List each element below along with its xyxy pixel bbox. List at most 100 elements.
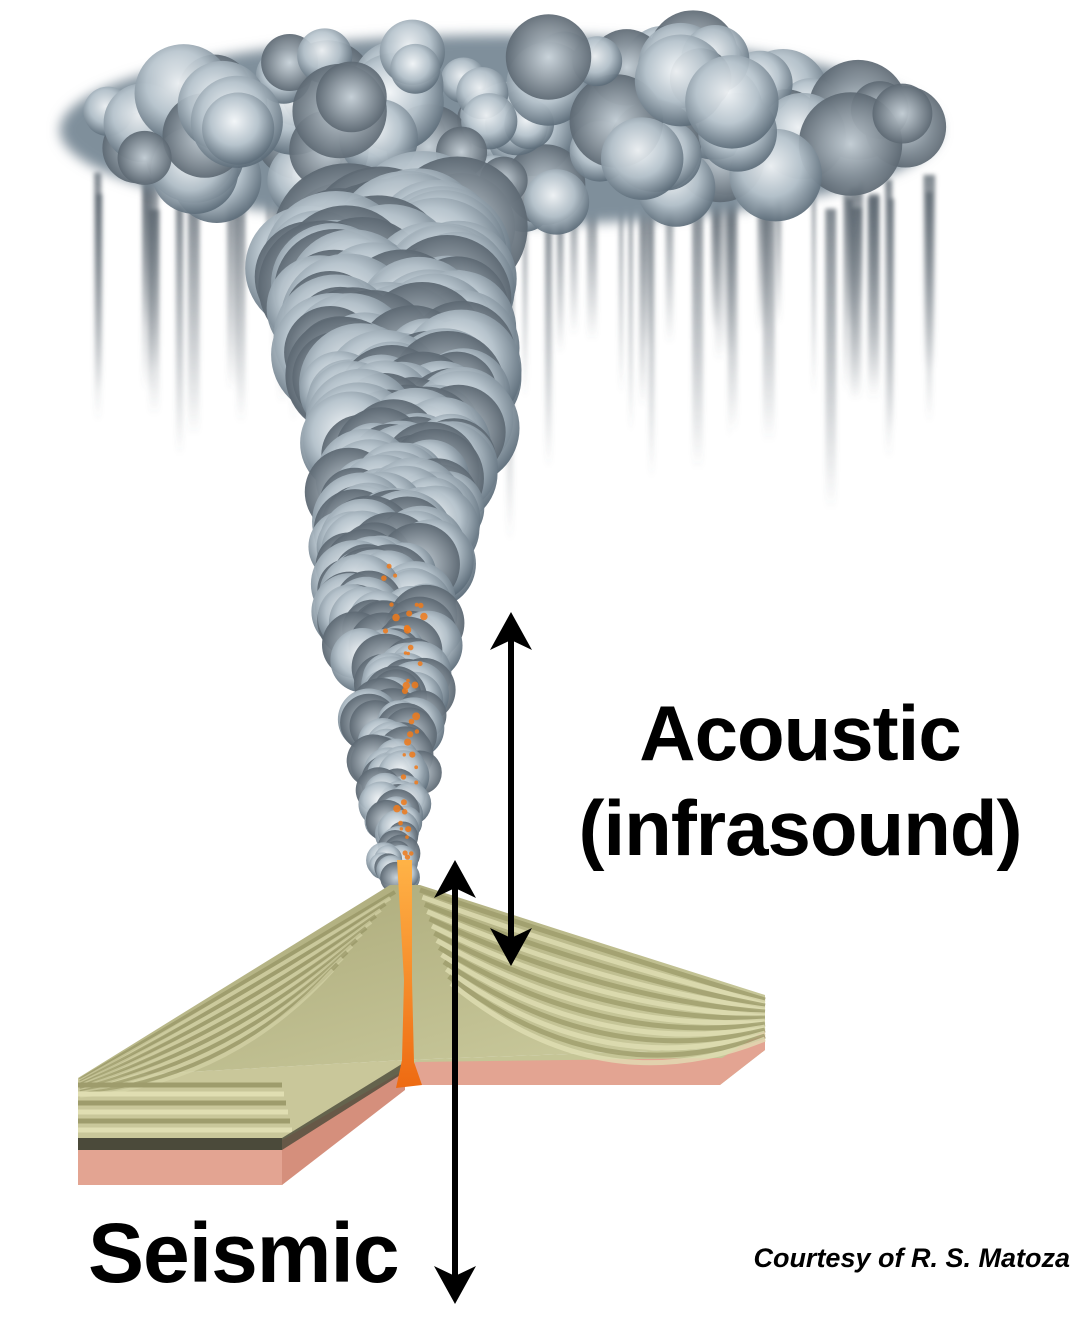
ash-streak xyxy=(545,206,552,468)
left-crust-layer xyxy=(78,1150,282,1185)
ejecta-speck xyxy=(393,804,401,813)
acoustic-label: Acoustic xyxy=(639,689,961,777)
ash-streak xyxy=(850,207,862,401)
ejecta-speck xyxy=(382,628,389,634)
magma-conduit xyxy=(396,860,422,1088)
seismic-label: Seismic xyxy=(88,1206,400,1300)
strata-band xyxy=(79,896,392,1083)
strata-band xyxy=(447,974,766,1058)
cloud-puff xyxy=(872,83,933,144)
ejecta-speck xyxy=(404,854,411,860)
cloud-puff xyxy=(505,14,592,100)
ejecta-speck xyxy=(399,827,404,831)
ejecta-speck xyxy=(412,712,421,721)
ash-streak xyxy=(776,186,782,325)
strata-band xyxy=(442,959,766,1044)
ejecta-speck xyxy=(414,602,419,607)
ash-streak xyxy=(926,192,933,423)
infrasound-label: (infrasound) xyxy=(578,784,1023,872)
ejecta-speck xyxy=(392,613,400,622)
ash-streak xyxy=(639,208,647,408)
strata-band xyxy=(430,923,766,1018)
ejecta-speck xyxy=(409,751,416,758)
cloud-puff xyxy=(117,130,172,185)
image-credit: Courtesy of R. S. Matoza xyxy=(753,1243,1070,1273)
ejecta-speck xyxy=(402,850,408,856)
ash-streak xyxy=(619,173,624,394)
ash-streak xyxy=(94,172,102,422)
ash-fall-streaks xyxy=(94,170,936,541)
ejecta-speck xyxy=(414,780,419,785)
ejecta-speck xyxy=(414,765,419,770)
strata-band xyxy=(79,944,354,1093)
acoustic-arrow-head-down xyxy=(490,928,532,966)
ejecta-speck xyxy=(408,718,415,725)
ash-streak xyxy=(570,173,578,337)
ash-streak xyxy=(236,186,246,424)
ash-streak xyxy=(187,198,200,436)
strata-band xyxy=(78,890,397,1082)
strata-band xyxy=(79,926,368,1090)
ejecta-speck xyxy=(420,612,428,621)
ash-streak xyxy=(714,189,724,362)
ash-streak xyxy=(868,193,880,387)
strata-band xyxy=(444,967,766,1051)
ash-streak xyxy=(888,198,895,433)
ash-streak xyxy=(692,197,704,470)
ejecta-speck xyxy=(386,563,392,569)
seismic-arrow xyxy=(434,860,476,1304)
ejecta-speck xyxy=(407,731,414,738)
ash-streak xyxy=(812,175,816,394)
cloud-puff xyxy=(202,92,275,165)
ejecta-speck xyxy=(381,575,387,581)
strata-band xyxy=(79,938,358,1092)
ash-streak xyxy=(644,175,652,350)
strata-band xyxy=(440,952,766,1037)
cloud-puff xyxy=(685,55,779,149)
cloud-puff xyxy=(523,169,590,235)
ash-streak xyxy=(727,195,731,438)
ejecta-speck xyxy=(405,826,412,833)
ash-streak xyxy=(648,179,655,478)
ejecta-speck xyxy=(402,681,410,690)
strata-band xyxy=(79,914,377,1087)
ejecta-speck xyxy=(418,602,424,609)
ejecta-speck xyxy=(406,678,410,683)
strata-band xyxy=(426,909,766,1012)
ejecta-speck xyxy=(406,651,410,656)
ash-streak xyxy=(762,206,775,442)
ash-streak xyxy=(586,188,598,341)
strata-band xyxy=(437,945,766,1031)
strata-band xyxy=(435,938,766,1026)
ash-streak xyxy=(226,183,239,391)
strata-band xyxy=(79,920,373,1088)
left-dark-layer xyxy=(78,1138,282,1150)
ash-streak xyxy=(843,193,849,392)
strata-band xyxy=(428,916,766,1015)
ejecta-speck xyxy=(393,573,398,578)
ejecta-speck xyxy=(403,626,412,634)
ejecta-speck xyxy=(403,651,408,655)
ash-streak xyxy=(522,171,528,399)
ejecta-speck xyxy=(409,851,414,856)
ash-streak xyxy=(175,205,184,456)
ash-streak xyxy=(846,198,853,329)
acoustic-arrow-head-up xyxy=(490,612,532,650)
ash-streak xyxy=(628,203,633,432)
strata-band xyxy=(79,932,363,1091)
cloud-puff xyxy=(600,117,684,200)
ejecta-speck xyxy=(402,753,406,757)
strata-band xyxy=(419,887,766,1003)
cloud-puff xyxy=(390,43,441,94)
eruption-column xyxy=(245,150,528,894)
cloud-puff xyxy=(316,61,387,133)
ejecta-speck xyxy=(414,729,420,734)
ejecta-speck xyxy=(404,738,412,746)
ash-streak xyxy=(142,172,149,328)
ash-streak xyxy=(730,201,738,432)
ash-streak xyxy=(825,208,837,510)
ejecta-speck xyxy=(401,687,409,695)
front-strata-face xyxy=(282,1062,405,1150)
front-crust-face xyxy=(282,1070,405,1185)
